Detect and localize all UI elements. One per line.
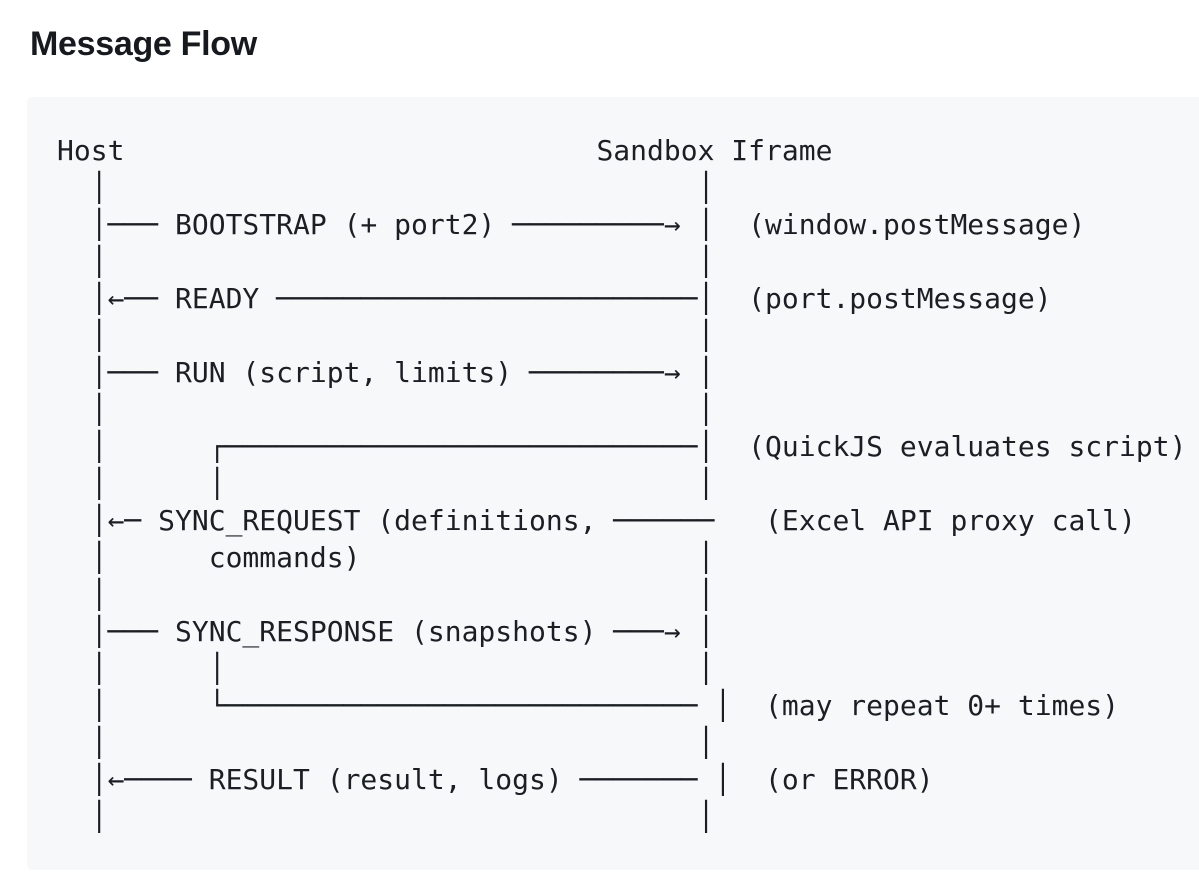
message-flow-sequence-diagram: Host Sandbox Iframe │ │ │─── BOOTSTRAP (… bbox=[57, 132, 1191, 835]
ascii-diagram-text: Host Sandbox Iframe │ │ │─── BOOTSTRAP (… bbox=[57, 134, 1187, 833]
page-title: Message Flow bbox=[30, 25, 257, 63]
code-block: Host Sandbox Iframe │ │ │─── BOOTSTRAP (… bbox=[27, 97, 1199, 870]
